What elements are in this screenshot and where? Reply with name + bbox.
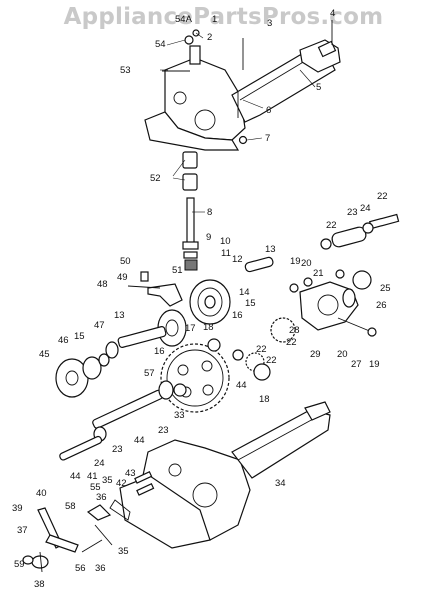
callout-54a: 54A xyxy=(175,14,193,25)
callout-6: 6 xyxy=(266,105,271,116)
callout-38: 38 xyxy=(34,579,45,590)
upper-housing[interactable] xyxy=(144,45,336,151)
large-spur-gear[interactable] xyxy=(160,343,230,413)
callout-11: 11 xyxy=(221,248,231,259)
callout-23-mid: 23 xyxy=(158,425,169,436)
callout-24-top: 24 xyxy=(360,203,371,214)
callout-23-top: 23 xyxy=(347,207,358,218)
input-shaft[interactable] xyxy=(182,197,199,271)
callout-57: 57 xyxy=(144,368,155,379)
callout-14: 14 xyxy=(239,287,250,298)
callout-7: 7 xyxy=(265,133,270,144)
callout-3: 3 xyxy=(267,18,272,29)
callout-1: 1 xyxy=(212,14,217,25)
callout-12: 12 xyxy=(232,254,243,265)
callout-44-mid: 44 xyxy=(236,380,247,391)
callout-10: 10 xyxy=(220,236,231,247)
callout-4: 4 xyxy=(330,8,335,19)
callout-13-left: 13 xyxy=(114,310,125,321)
output-shaft-right[interactable] xyxy=(320,213,400,250)
callout-15-left: 15 xyxy=(74,331,85,342)
callout-22-gear: 22 xyxy=(256,344,267,355)
washer-54[interactable] xyxy=(184,35,194,45)
shift-fork[interactable] xyxy=(127,271,183,307)
callout-26: 26 xyxy=(376,300,387,311)
callout-37: 37 xyxy=(17,525,28,536)
callout-20-top: 20 xyxy=(301,258,312,269)
callout-35-low: 35 xyxy=(118,546,129,557)
callout-16-right: 16 xyxy=(232,310,243,321)
pin-13-right[interactable] xyxy=(244,256,274,273)
callout-28: 28 xyxy=(289,325,300,336)
callout-55: 55 xyxy=(90,482,101,493)
callout-22-low: 22 xyxy=(286,337,297,348)
callout-59: 59 xyxy=(14,559,25,570)
callout-20-low: 20 xyxy=(337,349,348,360)
callout-45: 45 xyxy=(39,349,50,360)
nut-7[interactable] xyxy=(238,135,248,145)
callout-48: 48 xyxy=(97,279,108,290)
callout-22-cluster: 22 xyxy=(266,355,277,366)
callout-17: 17 xyxy=(185,323,196,334)
leader-lines xyxy=(160,32,316,213)
callout-29: 29 xyxy=(310,349,321,360)
callout-23-low: 23 xyxy=(112,444,123,455)
callout-40: 40 xyxy=(36,488,47,499)
callout-21: 21 xyxy=(313,268,324,279)
callout-53: 53 xyxy=(120,65,131,76)
callout-16-left: 16 xyxy=(154,346,165,357)
callout-9: 9 xyxy=(206,232,211,243)
callout-13-right: 13 xyxy=(265,244,276,255)
callout-42: 42 xyxy=(116,478,127,489)
callout-22-top: 22 xyxy=(377,191,388,202)
callout-33: 33 xyxy=(174,410,185,421)
callout-22-mid: 22 xyxy=(326,220,337,231)
callout-18-low: 18 xyxy=(259,394,270,405)
callout-18-top: 18 xyxy=(203,322,214,333)
callout-19-top: 19 xyxy=(290,256,301,267)
differential-carrier[interactable] xyxy=(289,269,377,337)
callout-8: 8 xyxy=(207,207,212,218)
callout-41: 41 xyxy=(87,471,98,482)
left-gear-assembly[interactable] xyxy=(105,309,187,359)
callout-34: 34 xyxy=(275,478,286,489)
callout-44-left: 44 xyxy=(70,471,81,482)
left-hub[interactable] xyxy=(55,353,110,398)
bushings-52[interactable] xyxy=(182,151,198,191)
callout-39: 39 xyxy=(12,503,23,514)
callout-49: 49 xyxy=(117,272,128,283)
callout-27: 27 xyxy=(351,359,362,370)
bevel-gear[interactable] xyxy=(189,279,231,325)
callout-19-low: 19 xyxy=(369,359,380,370)
callout-36-low: 36 xyxy=(95,563,106,574)
callout-51: 51 xyxy=(172,265,183,276)
callout-36-top: 36 xyxy=(96,492,107,503)
output-shaft-left[interactable] xyxy=(59,380,174,461)
callout-46: 46 xyxy=(58,335,69,346)
callout-58: 58 xyxy=(65,501,76,512)
callout-50: 50 xyxy=(120,256,131,267)
callout-2: 2 xyxy=(207,32,212,43)
watermark: AppliancePartsPros.com xyxy=(63,4,384,30)
callout-56: 56 xyxy=(75,563,86,574)
gear-cluster[interactable] xyxy=(207,317,296,381)
shift-linkage[interactable] xyxy=(81,471,155,553)
callout-5: 5 xyxy=(316,82,321,93)
callout-43: 43 xyxy=(125,468,136,479)
lower-housing[interactable] xyxy=(119,401,331,549)
callout-54: 54 xyxy=(155,39,166,50)
callout-25: 25 xyxy=(380,283,391,294)
shift-lever[interactable] xyxy=(22,507,79,573)
callout-47: 47 xyxy=(94,320,105,331)
callout-44-low: 44 xyxy=(134,435,145,446)
axle-tube[interactable] xyxy=(299,39,341,73)
callout-labels: 4 54A 1 3 2 54 53 5 6 7 52 8 9 10 11 12 … xyxy=(12,8,391,590)
callout-52: 52 xyxy=(150,173,161,184)
callout-15-right: 15 xyxy=(245,298,256,309)
callout-35-top: 35 xyxy=(102,475,113,486)
callout-24-low: 24 xyxy=(94,458,105,469)
